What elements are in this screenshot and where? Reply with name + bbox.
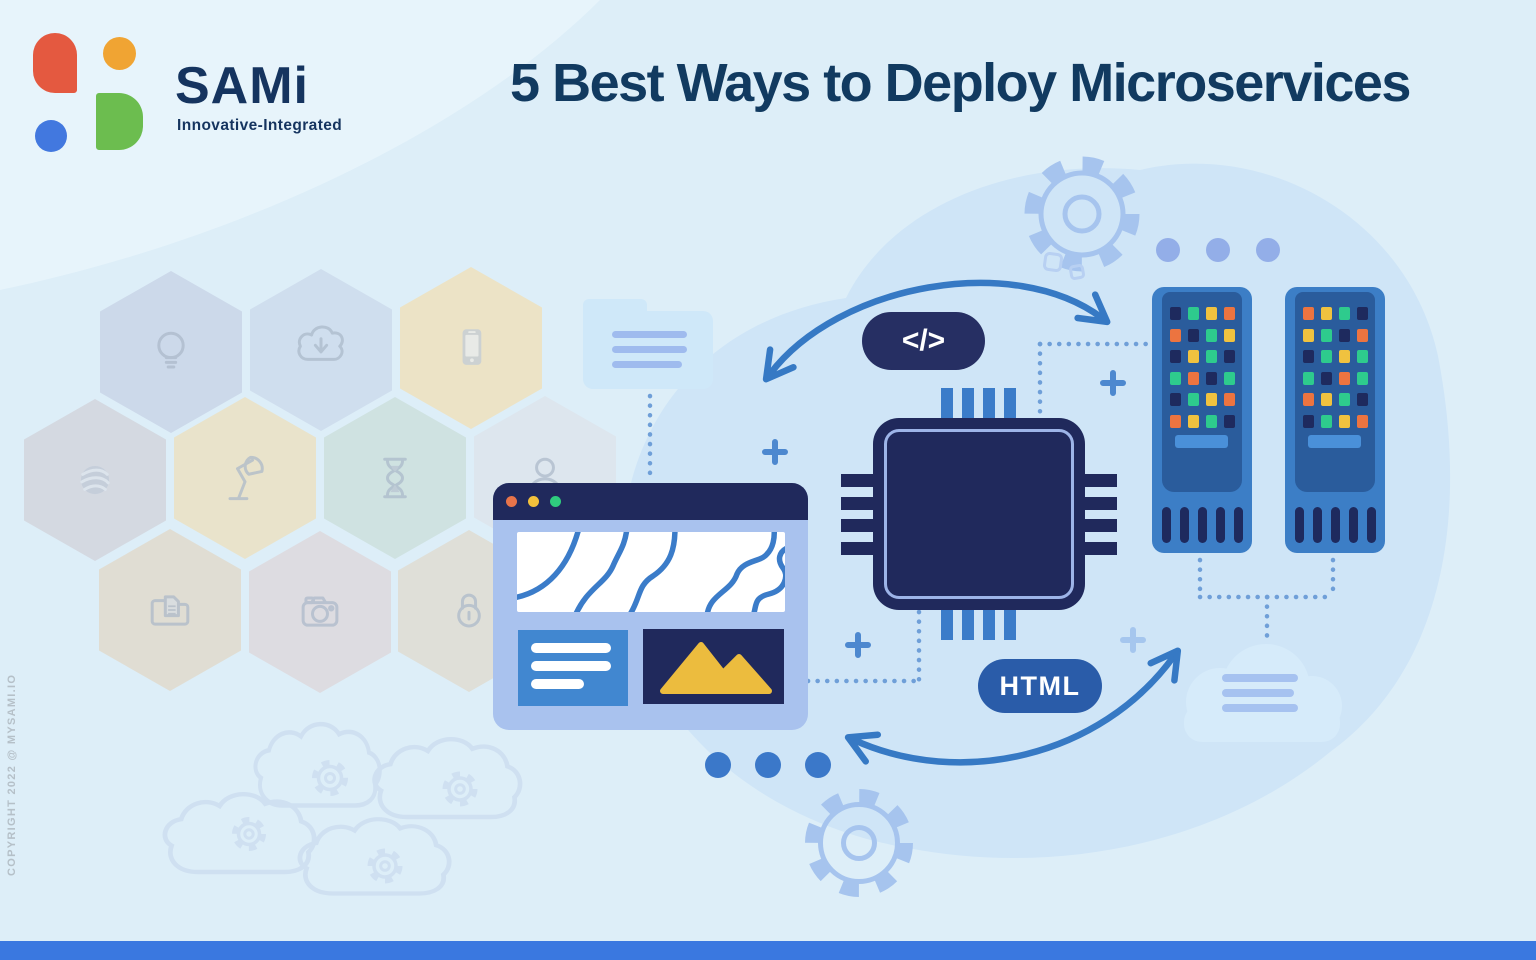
logo-shape-orange: [103, 37, 136, 70]
window-dot-yellow: [528, 496, 539, 507]
folder-icon: [583, 299, 713, 389]
server-vents: [1295, 507, 1376, 543]
square-decoration: [1042, 251, 1064, 273]
server-led-grid: [1303, 307, 1368, 428]
smartphone-icon: [462, 329, 482, 365]
server-led-grid: [1170, 307, 1235, 428]
logo-shape-red: [33, 33, 77, 93]
logo-shape-green: [96, 93, 143, 150]
arrow-code-to-servers: [762, 279, 1111, 383]
chip-body: [873, 418, 1085, 610]
lock-icon: [457, 593, 481, 628]
cpu-chip-icon: [841, 388, 1117, 640]
cloud-document-icon: [1184, 644, 1342, 742]
server-vents: [1162, 507, 1243, 543]
code-badge: </>: [862, 312, 985, 370]
html-badge: HTML: [978, 659, 1102, 713]
page-title: 5 Best Ways to Deploy Microservices: [510, 53, 1411, 113]
text-panel: [518, 630, 628, 706]
code-icon: </>: [901, 324, 946, 357]
wave-decoration: [0, 0, 600, 290]
globe-icon: [80, 465, 110, 495]
html-label: HTML: [999, 670, 1081, 701]
server-panel: [1295, 292, 1375, 492]
cloud-download-icon: [297, 325, 344, 361]
brand-name: SAMi: [175, 57, 309, 115]
folder-file-icon: [150, 595, 190, 626]
gear-icon: [1024, 156, 1140, 272]
gear-icon: [367, 848, 403, 884]
browser-window: [493, 483, 808, 730]
server-drive-bay: [1175, 435, 1228, 448]
square-decoration: [1069, 264, 1085, 280]
plus-icon: [1120, 627, 1146, 653]
window-dot-green: [550, 496, 561, 507]
clouds-gears-decoration: [162, 721, 523, 896]
sami-logo: [33, 33, 143, 153]
text-line: [531, 679, 584, 689]
dots-decoration: [705, 752, 831, 778]
copyright-watermark: COPYRIGHT 2022 @ MYSAMI.IO: [6, 673, 18, 876]
map-panel: [517, 532, 785, 612]
hourglass-icon: [383, 457, 407, 499]
hexagon-globe: [24, 399, 166, 561]
gear-icon: [232, 817, 266, 851]
server-tower: [1285, 287, 1385, 553]
text-line: [612, 331, 687, 338]
text-line: [531, 661, 611, 671]
bottom-accent-bar: [0, 941, 1536, 960]
camera-icon: [301, 596, 339, 627]
text-line: [531, 643, 611, 653]
gear-icon: [312, 760, 348, 796]
image-panel: [643, 629, 784, 704]
logo-shape-blue: [35, 120, 67, 152]
dots-decoration: [1156, 238, 1280, 262]
lightbulb-icon: [157, 331, 185, 369]
window-dot-red: [506, 496, 517, 507]
text-line: [612, 346, 687, 353]
server-tower: [1152, 287, 1252, 553]
arrow-html-to-cloud: [844, 647, 1182, 766]
gear-icon: [805, 789, 913, 897]
desk-lamp-icon: [228, 455, 264, 501]
browser-titlebar: [493, 483, 808, 520]
map-lines: [517, 532, 785, 612]
server-panel: [1162, 292, 1242, 492]
text-line: [612, 361, 682, 368]
mountain-image-icon: [660, 642, 772, 694]
gear-icon: [442, 771, 478, 807]
server-drive-bay: [1308, 435, 1361, 448]
brand-tagline: Innovative-Integrated: [177, 117, 343, 134]
